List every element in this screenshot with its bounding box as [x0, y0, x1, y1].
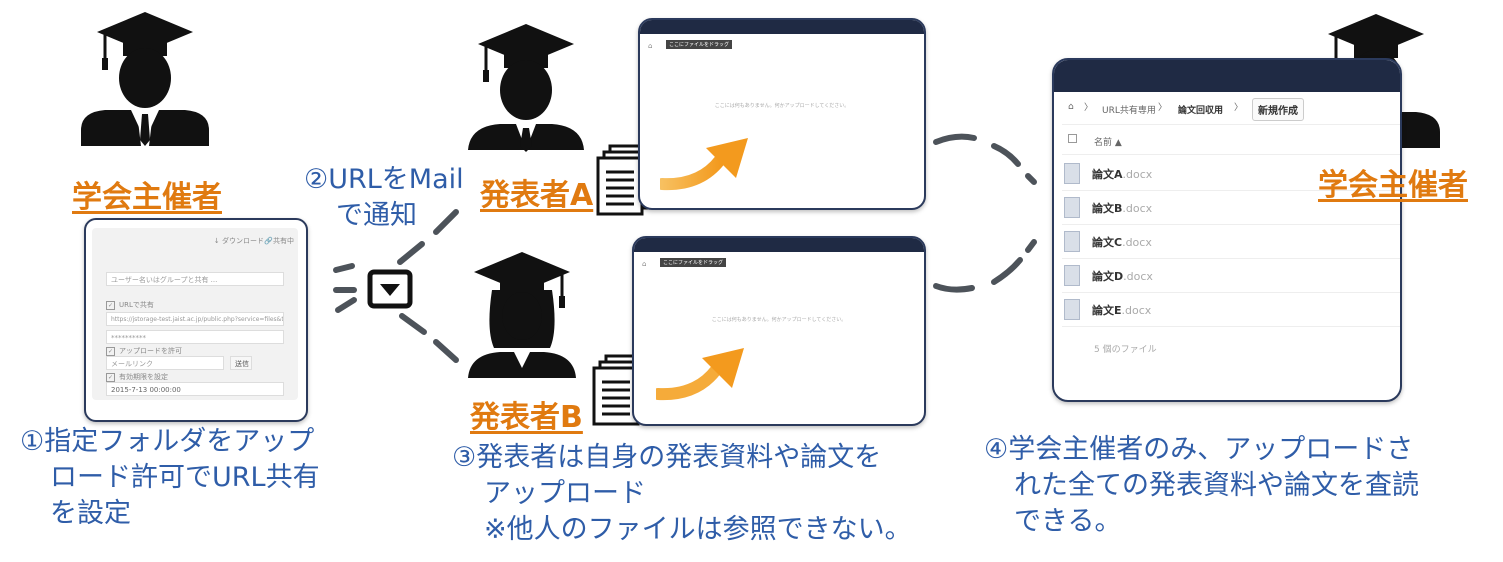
file-list-panel: ⌂ 〉 URL共有専用 〉 論文回収用 〉 新規作成 名前 ▲ 論文A.docx…: [1052, 58, 1402, 402]
upload-button[interactable]: ここにファイルをドラッグ: [666, 40, 733, 49]
allow-upload-checkbox-label[interactable]: アップロードを許可: [119, 347, 182, 355]
graduate-male-icon: [81, 10, 209, 146]
download-label[interactable]: ダウンロード: [222, 237, 264, 245]
user-share-input[interactable]: ユーザー名いはグループと共有 ...: [106, 272, 284, 286]
share-url-field[interactable]: https://jstorage-test.jaist.ac.jp/public…: [106, 312, 284, 326]
orange-arrow-icon: [656, 348, 744, 401]
dashed-connector: [333, 209, 459, 363]
organizer-label-right: 学会主催者: [1318, 168, 1468, 203]
file-name[interactable]: 論文A.docx: [1092, 168, 1153, 181]
table-row[interactable]: 論文C.docx: [1062, 224, 1400, 259]
name-column-header[interactable]: 名前 ▲: [1094, 138, 1122, 148]
dashed-connector: [933, 133, 1037, 293]
breadcrumb-paper-collection[interactable]: 論文回収用: [1178, 106, 1224, 116]
step1-text: ①指定フォルダをアップ ロード許可でURL共有 を設定: [20, 426, 320, 529]
set-expiry-checkbox-label[interactable]: 有効期限を設定: [119, 373, 168, 381]
graduate-male-icon: [468, 22, 584, 152]
share-settings-panel: ↓ ダウンロード 🔗共有中 ユーザー名いはグループと共有 ... ✓URLで共有…: [84, 218, 308, 422]
graduate-female-icon: [468, 252, 576, 378]
file-name[interactable]: 論文E.docx: [1092, 304, 1152, 317]
share-status-label[interactable]: 共有中: [273, 237, 294, 245]
upload-button[interactable]: ここにファイルをドラッグ: [660, 258, 727, 267]
step2-text: ②URLをMail で通知: [304, 164, 464, 231]
step4-text: ④学会主催者のみ、アップロードさ れた全ての発表資料や論文を査読 できる。: [984, 434, 1419, 537]
expiry-date-field[interactable]: 2015-7-13 00:00:00: [106, 382, 284, 396]
table-row[interactable]: 論文B.docx: [1062, 190, 1400, 225]
url-share-checkbox-label[interactable]: URLで共有: [119, 301, 154, 309]
file-name[interactable]: 論文D.docx: [1092, 270, 1153, 283]
orange-arrow-icon: [660, 138, 748, 191]
document-file-icon: [1064, 299, 1080, 320]
empty-folder-message: ここには何もありません。何かアップロードしてください。: [714, 103, 850, 109]
document-file-icon: [1064, 265, 1080, 286]
mail-link-input[interactable]: メールリンク: [106, 356, 224, 370]
send-button[interactable]: 送信: [230, 356, 252, 370]
empty-folder-message: ここには何もありません。何かアップロードしてください。: [711, 317, 847, 323]
document-file-icon: [1064, 231, 1080, 252]
document-file-icon: [1064, 163, 1080, 184]
file-name[interactable]: 論文C.docx: [1092, 236, 1152, 249]
presenter-a-label: 発表者A: [480, 178, 594, 213]
table-row[interactable]: 論文A.docx: [1062, 156, 1400, 191]
password-field[interactable]: **********: [106, 330, 284, 344]
file-name[interactable]: 論文B.docx: [1092, 202, 1153, 215]
organizer-label-left: 学会主催者: [72, 180, 222, 215]
table-row[interactable]: 論文E.docx: [1062, 292, 1400, 327]
new-button[interactable]: 新規作成: [1252, 98, 1304, 121]
mail-icon: [367, 269, 413, 309]
breadcrumb-url-share[interactable]: URL共有専用: [1102, 106, 1156, 116]
presenter-b-label: 発表者B: [470, 400, 583, 435]
file-count: 5 個のファイル: [1094, 345, 1157, 355]
document-file-icon: [1064, 197, 1080, 218]
step3-text: ③発表者は自身の発表資料や論文を アップロード ※他人のファイルは参照できない。: [452, 442, 912, 545]
table-row[interactable]: 論文D.docx: [1062, 258, 1400, 293]
